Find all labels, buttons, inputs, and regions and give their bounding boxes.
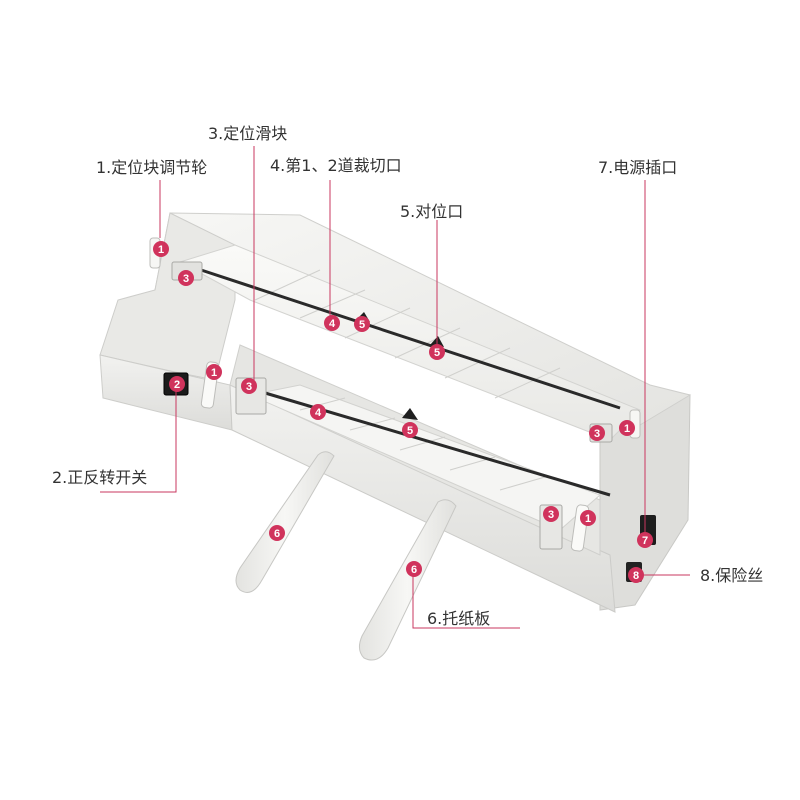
callout-direction-switch: 2.正反转开关 [52, 468, 148, 487]
marker-4-label: 4 [315, 407, 322, 419]
leader-line-6 [412, 572, 520, 629]
marker-6-left-board: 6 [269, 525, 285, 541]
marker-5-upper-2: 5 [429, 344, 445, 360]
marker-7-socket: 7 [637, 532, 653, 548]
marker-5-label: 5 [434, 347, 440, 359]
marker-3-top-left: 3 [178, 270, 194, 286]
marker-5-upper-1: 5 [354, 316, 370, 332]
marker-1-label: 1 [624, 423, 630, 435]
lower-feed-tray [248, 384, 601, 531]
callout-paper-support-board: 6.托纸板 [427, 609, 491, 628]
marker-3-label: 3 [183, 273, 189, 285]
marker-6-label: 6 [411, 564, 417, 576]
marker-1-front-right: 1 [580, 510, 596, 526]
callout-alignment-port: 5.对位口 [400, 202, 464, 221]
upper-cutting-slot [194, 266, 621, 410]
marker-8-fuse: 8 [628, 567, 644, 583]
marker-4-lower: 4 [310, 404, 326, 420]
paper-support-board-left[interactable] [235, 451, 335, 593]
leader-lines [100, 146, 690, 629]
upper-tray-ribs [254, 269, 561, 399]
marker-6-label: 6 [274, 528, 280, 540]
leader-line-2 [100, 386, 177, 493]
callout-positioning-slider: 3.定位滑块 [208, 124, 288, 143]
alignment-notch-lower [402, 408, 418, 420]
marker-6-right-board: 6 [406, 561, 422, 577]
markers: 1 3 4 5 5 2 1 3 [153, 241, 653, 583]
marker-5-lower: 5 [402, 422, 418, 438]
callout-fuse: 8.保险丝 [700, 566, 764, 585]
marker-1-rear-right: 1 [619, 420, 635, 436]
marker-3-front-left: 3 [241, 378, 257, 394]
marker-3-label: 3 [594, 428, 600, 440]
marker-4-label: 4 [329, 318, 336, 330]
marker-3-label: 3 [246, 381, 252, 393]
marker-1-label: 1 [211, 367, 217, 379]
marker-7-label: 7 [642, 535, 648, 547]
cutter-machine [99, 212, 692, 661]
marker-4-upper: 4 [324, 315, 340, 331]
marker-1-front-left: 1 [206, 364, 222, 380]
marker-3-label: 3 [548, 509, 554, 521]
marker-5-label: 5 [407, 425, 413, 437]
marker-5-label: 5 [359, 319, 365, 331]
callout-cutting-slots: 4.第1、2道裁切口 [270, 156, 402, 175]
marker-3-front-right: 3 [543, 506, 559, 522]
marker-1-top-left: 1 [153, 241, 169, 257]
callout-power-socket: 7.电源插口 [598, 158, 678, 177]
marker-3-rear-right: 3 [589, 425, 605, 441]
marker-1-label: 1 [585, 513, 591, 525]
paper-support-board-right[interactable] [358, 499, 457, 661]
marker-2-label: 2 [174, 379, 180, 391]
marker-8-label: 8 [633, 570, 639, 582]
machine-left-end [99, 212, 236, 381]
marker-2-switch: 2 [169, 376, 185, 392]
marker-1-label: 1 [158, 244, 164, 256]
callout-positioning-wheel: 1.定位块调节轮 [96, 158, 208, 177]
